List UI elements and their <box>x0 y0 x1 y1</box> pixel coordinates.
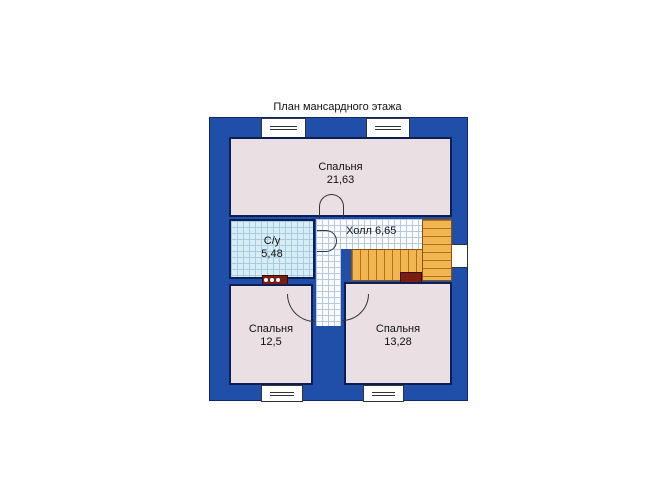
window-top-right <box>366 118 410 138</box>
window-bottom-left <box>261 385 303 402</box>
room-area: 21,63 <box>326 174 355 186</box>
door-bathroom <box>317 230 337 252</box>
room-bedroom-left: Спальня 12,5 <box>229 284 313 385</box>
room-area: 5,48 <box>261 248 283 260</box>
hall-label: Холл 6,65 <box>346 225 397 237</box>
door-bedroom-top <box>319 194 344 219</box>
room-name: С/у <box>263 235 281 247</box>
floor-plan: Спальня 21,63 С/у 5,48 Холл 6,65 Спальня… <box>209 117 468 402</box>
window-top-left <box>261 118 306 138</box>
room-bathroom: С/у 5,48 <box>229 219 315 279</box>
room-bedroom-right: Спальня 13,28 <box>344 282 452 385</box>
room-area: 12,5 <box>260 336 282 348</box>
window-right <box>450 244 468 268</box>
staircase-upper <box>422 219 452 281</box>
window-bottom-right <box>363 385 404 402</box>
plan-title: План мансардного этажа <box>273 101 402 113</box>
room-name: Спальня <box>248 323 294 335</box>
room-name: Спальня <box>375 323 421 335</box>
room-name: Спальня <box>318 161 363 173</box>
room-area: 13,28 <box>384 336 412 348</box>
